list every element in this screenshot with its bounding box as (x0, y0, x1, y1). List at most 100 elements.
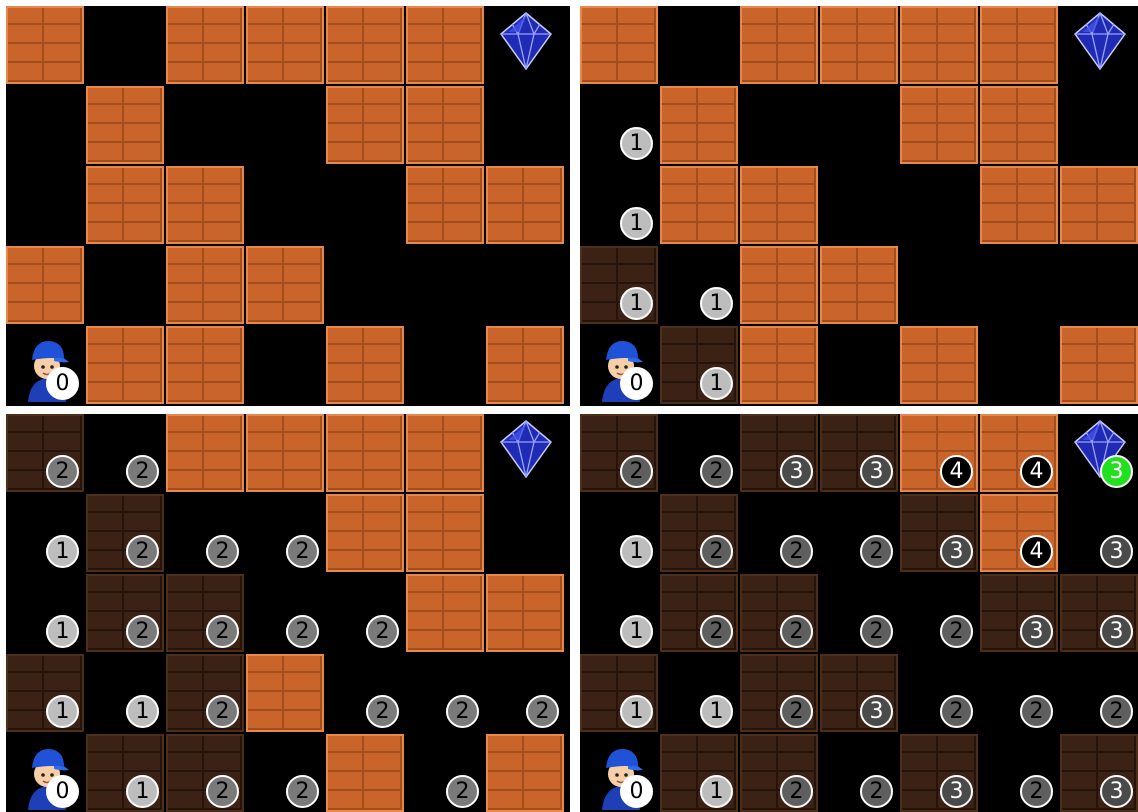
grid-cell-4-3: 2 (246, 734, 326, 812)
grid-cell-4-1: 1 (86, 734, 166, 812)
brick-wall (406, 6, 484, 84)
step-count-badge: 2 (700, 535, 733, 568)
grid-cell-0-0: 2 (6, 414, 86, 494)
grid-cell-2-1 (86, 166, 166, 246)
step-count-badge: 2 (700, 615, 733, 648)
step-count-badge: 2 (46, 455, 79, 488)
brick-wall (486, 326, 564, 404)
grid-cell-2-1 (660, 166, 740, 246)
grid-cell-2-2 (740, 166, 820, 246)
step-count-badge: 2 (860, 775, 893, 808)
brick-wall (86, 166, 164, 244)
step-count-badge: 2 (780, 775, 813, 808)
grid-cell-3-3 (820, 246, 900, 326)
step-count-badge: 1 (620, 207, 653, 240)
grid-cell-4-1: 1 (660, 734, 740, 812)
grid-cell-2-4 (326, 166, 406, 246)
step-count-badge: 4 (1020, 455, 1053, 488)
brick-wall (326, 6, 404, 84)
step-count-badge: 1 (700, 367, 733, 400)
step-count-badge: 1 (620, 695, 653, 728)
brick-wall (406, 574, 484, 652)
brick-wall (166, 6, 244, 84)
grid-cell-0-5: 4 (980, 414, 1060, 494)
step-count-badge: 1 (46, 695, 79, 728)
grid-cell-2-1: 2 (86, 574, 166, 654)
grid-cell-1-5 (406, 494, 486, 574)
step-count-badge: 2 (1100, 695, 1133, 728)
step-count-badge: 1 (46, 535, 79, 568)
grid-cell-3-0: 1 (6, 654, 86, 734)
brick-wall (980, 166, 1058, 244)
grid-cell-4-6: 3 (1060, 734, 1138, 812)
grid-cell-2-3: 2 (820, 574, 900, 654)
brick-wall (1060, 326, 1138, 404)
grid-cell-1-4 (900, 86, 980, 166)
grid-cell-1-1 (660, 86, 740, 166)
grid-cell-4-4 (900, 326, 980, 406)
step-count-badge: 2 (126, 535, 159, 568)
grid-cell-3-0: 1 (580, 246, 660, 326)
step-count-badge: 1 (700, 287, 733, 320)
grid-cell-1-1: 2 (86, 494, 166, 574)
grid-cell-1-0 (6, 86, 86, 166)
grid-cell-4-5: 2 (406, 734, 486, 812)
step-count-badge: 3 (940, 535, 973, 568)
brick-wall (406, 414, 484, 492)
brick-wall (406, 166, 484, 244)
brick-wall (900, 6, 978, 84)
grid-cell-1-2 (740, 86, 820, 166)
grid-cell-2-5 (406, 574, 486, 654)
grid-cell-4-1: 1 (660, 326, 740, 406)
step-count-badge: 3 (860, 455, 893, 488)
step-panel-1: 0 (6, 6, 570, 406)
grid-cell-2-0: 1 (6, 574, 86, 654)
grid-cell-0-4 (326, 6, 406, 86)
step-count-badge: 2 (1020, 775, 1053, 808)
grid-cell-4-3: 2 (820, 734, 900, 812)
step-count-badge: 1 (620, 287, 653, 320)
brick-wall (326, 414, 404, 492)
step-count-badge: 1 (126, 775, 159, 808)
step-count-badge: 1 (620, 535, 653, 568)
brick-wall (740, 6, 818, 84)
grid-cell-2-4: 2 (900, 574, 980, 654)
brick-wall (820, 246, 898, 324)
step-count-badge: 3 (940, 775, 973, 808)
grid-cell-1-2: 2 (740, 494, 820, 574)
grid-cell-0-5 (406, 414, 486, 494)
grid-cell-1-3 (820, 86, 900, 166)
step-count-badge: 1 (620, 615, 653, 648)
grid-cell-4-4 (326, 734, 406, 812)
step-count-badge: 1 (700, 775, 733, 808)
step-count-badge: 2 (206, 615, 239, 648)
grid-cell-2-5: 3 (980, 574, 1060, 654)
brick-wall (1060, 166, 1138, 244)
step-count-badge: 2 (366, 615, 399, 648)
grid-cell-3-3: 3 (820, 654, 900, 734)
step-count-badge: 0 (46, 775, 79, 808)
grid-cell-0-1: 2 (660, 414, 740, 494)
grid-cell-0-0 (580, 6, 660, 86)
step-count-badge: 4 (940, 455, 973, 488)
brick-wall (246, 654, 324, 732)
grid-cell-3-6: 2 (486, 654, 566, 734)
brick-wall (660, 166, 738, 244)
grid-cell-3-5 (980, 246, 1060, 326)
grid-cell-3-2: 2 (166, 654, 246, 734)
grid-cell-3-4 (326, 246, 406, 326)
step-count-badge: 3 (1100, 535, 1133, 568)
step-count-badge: 3 (860, 695, 893, 728)
brick-wall (486, 166, 564, 244)
step-count-badge: 2 (780, 695, 813, 728)
grid-cell-1-3: 2 (246, 494, 326, 574)
grid-cell-2-0 (6, 166, 86, 246)
grid-cell-2-2: 2 (740, 574, 820, 654)
grid-cell-1-5 (980, 86, 1060, 166)
grid-cell-2-3 (246, 166, 326, 246)
step-count-badge: 2 (206, 775, 239, 808)
step-panel-3: 2212221222211222201222 (6, 414, 570, 812)
grid-cell-2-5 (980, 166, 1060, 246)
step-count-badge: 2 (126, 455, 159, 488)
grid-cell-1-3: 2 (820, 494, 900, 574)
